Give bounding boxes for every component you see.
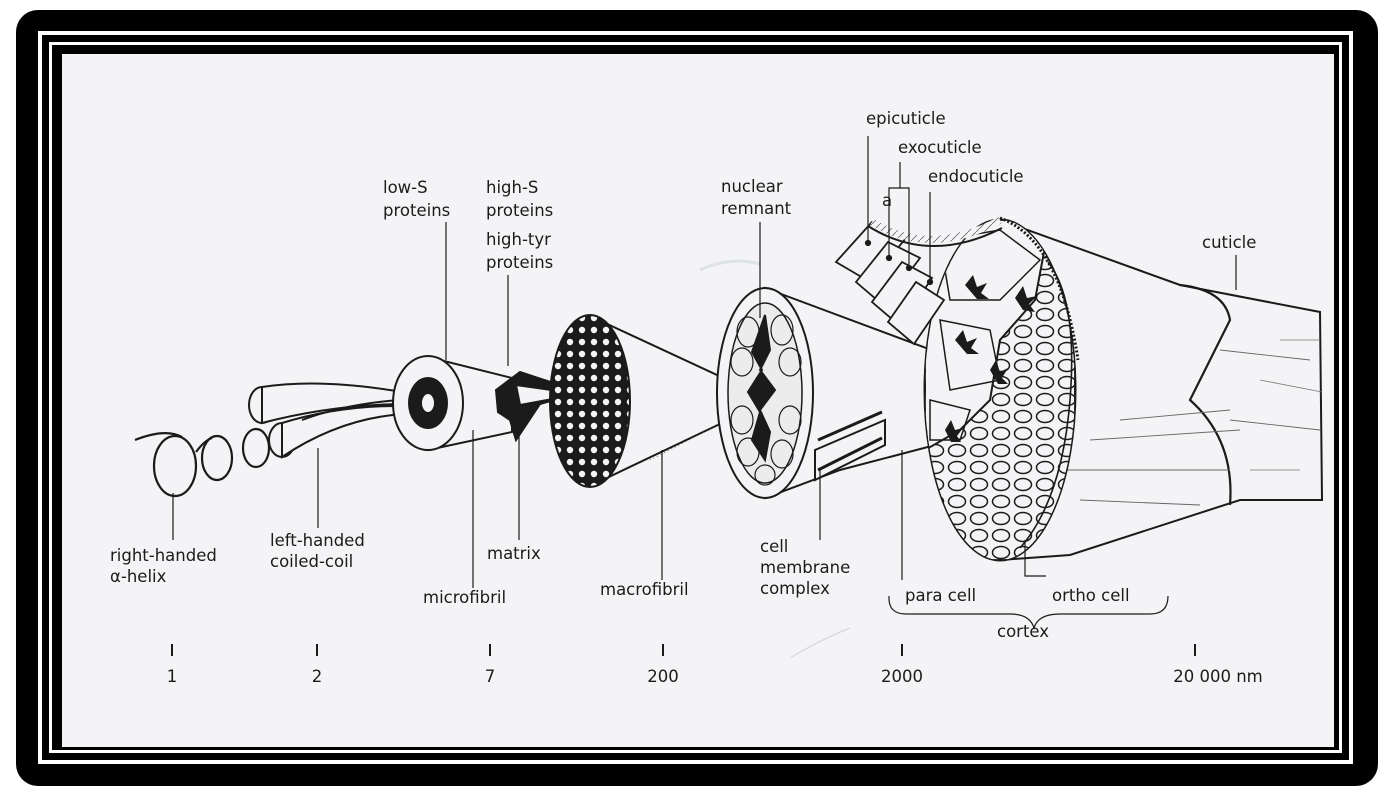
label-high-s: high-S [486, 178, 538, 197]
scale-label-2: 2 [312, 667, 323, 686]
label-para-cell: para cell [905, 586, 976, 605]
label-microfibril: microfibril [423, 588, 506, 607]
label-a: a [882, 191, 892, 210]
label-endocuticle: endocuticle [928, 167, 1024, 186]
hair-fibre-icon [925, 220, 1322, 560]
label-high-tyr: high-tyr [486, 230, 551, 249]
scale-label-2000: 2000 [881, 667, 923, 686]
label-cell: cell [760, 537, 788, 556]
label-cortex: cortex [997, 622, 1049, 641]
label-coiled-coil: coiled-coil [270, 552, 353, 571]
hair-structure-diagram: right-handed α-helix left-handed coiled-… [62, 54, 1334, 747]
label-cuticle: cuticle [1202, 233, 1256, 252]
label-alpha-helix: α-helix [110, 567, 167, 586]
label-remnant: remnant [721, 199, 792, 218]
label-ortho-cell: ortho cell [1052, 586, 1130, 605]
label-matrix: matrix [487, 544, 541, 563]
size-scale: 1 2 7 200 2000 20 000 nm [167, 644, 1263, 686]
macrofibril-icon [550, 315, 745, 487]
label-low-s-proteins: proteins [383, 201, 450, 220]
alpha-helix-icon [135, 429, 269, 496]
label-membrane: membrane [760, 558, 850, 577]
label-exocuticle: exocuticle [898, 138, 982, 157]
scale-label-200: 200 [647, 667, 679, 686]
diagram-paper: right-handed α-helix left-handed coiled-… [62, 54, 1334, 747]
label-low-s: low-S [383, 178, 428, 197]
coiled-coil-icon [249, 383, 404, 457]
label-complex: complex [760, 579, 830, 598]
label-right-handed: right-handed [110, 546, 217, 565]
label-left-handed: left-handed [270, 531, 365, 550]
scale-label-20000: 20 000 nm [1173, 667, 1263, 686]
scale-label-7: 7 [485, 667, 496, 686]
label-macrofibril: macrofibril [600, 580, 689, 599]
scale-label-1: 1 [167, 667, 178, 686]
label-nuclear: nuclear [721, 177, 783, 196]
label-epicuticle: epicuticle [866, 109, 946, 128]
label-high-tyr-proteins: proteins [486, 253, 553, 272]
label-high-s-proteins: proteins [486, 201, 553, 220]
